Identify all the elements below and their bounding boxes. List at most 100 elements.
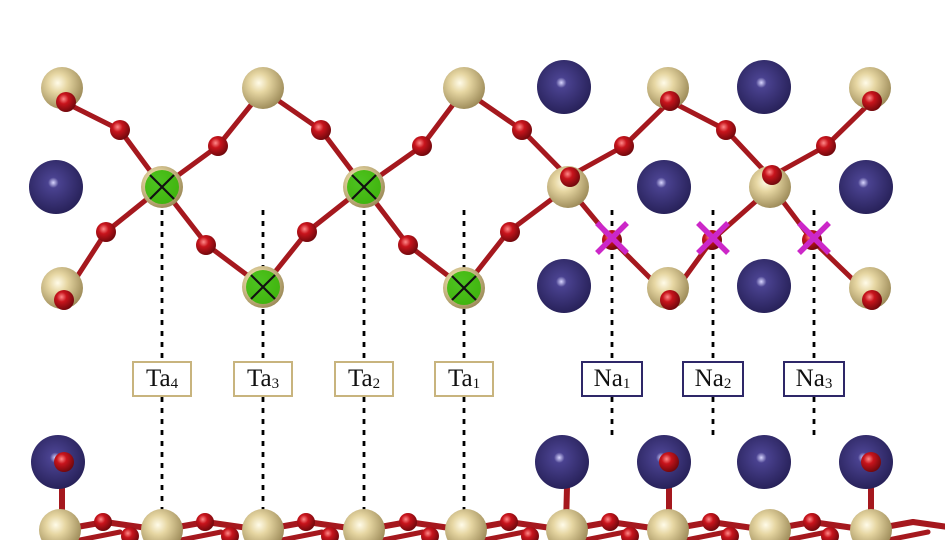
site-markers bbox=[145, 170, 831, 305]
o-atom bbox=[861, 452, 881, 472]
o-atom bbox=[96, 222, 116, 242]
site-label-index: 1 bbox=[622, 375, 631, 392]
site-label-element: Na bbox=[795, 365, 825, 392]
ta-atom bbox=[242, 509, 284, 540]
site-label-index: 3 bbox=[271, 375, 280, 392]
na-atom bbox=[737, 435, 791, 489]
na-site-cross-icon bbox=[797, 221, 831, 255]
bond bbox=[621, 98, 673, 149]
site-label-element: Na bbox=[694, 365, 724, 392]
o-atom bbox=[862, 91, 882, 111]
ta-site-cross-icon bbox=[246, 270, 280, 304]
o-atom bbox=[54, 452, 74, 472]
site-label-index: 2 bbox=[372, 375, 381, 392]
ta-site-cross-icon bbox=[447, 271, 481, 305]
o-atom bbox=[621, 527, 639, 540]
o-atom bbox=[221, 527, 239, 540]
o-atom bbox=[816, 136, 836, 156]
ta-atom bbox=[343, 509, 385, 540]
site-label-element: Ta bbox=[347, 365, 373, 392]
ta-atom bbox=[850, 509, 892, 540]
atoms bbox=[29, 60, 893, 540]
o-atom bbox=[121, 527, 139, 540]
cross-stroke bbox=[351, 174, 377, 200]
o-atom bbox=[500, 222, 520, 242]
cross-stroke bbox=[595, 221, 629, 255]
ta-atom bbox=[443, 67, 485, 109]
na-atom bbox=[29, 160, 83, 214]
cross-stroke bbox=[797, 221, 831, 255]
site-label-element: Ta bbox=[145, 365, 171, 392]
bond bbox=[178, 529, 224, 540]
o-atom bbox=[716, 120, 736, 140]
ta-atom bbox=[39, 509, 81, 540]
na-atom bbox=[535, 435, 589, 489]
o-atom bbox=[398, 235, 418, 255]
bond bbox=[77, 529, 123, 540]
o-atom bbox=[196, 513, 214, 531]
bond bbox=[910, 519, 945, 530]
ta-atom bbox=[242, 67, 284, 109]
bond-sticks bbox=[57, 87, 945, 540]
na-site-cross-icon bbox=[696, 221, 730, 255]
o-atom bbox=[512, 120, 532, 140]
bond bbox=[784, 529, 830, 540]
o-atom bbox=[560, 167, 580, 187]
bond bbox=[481, 529, 527, 540]
site-label-element: Ta bbox=[246, 365, 272, 392]
o-atom bbox=[311, 120, 331, 140]
o-atom bbox=[412, 136, 432, 156]
o-atom bbox=[660, 91, 680, 111]
o-atom bbox=[208, 136, 228, 156]
o-atom bbox=[500, 513, 518, 531]
o-atom bbox=[297, 513, 315, 531]
na-site-cross-icon bbox=[595, 221, 629, 255]
o-atom bbox=[321, 527, 339, 540]
o-atom bbox=[762, 165, 782, 185]
cross-stroke bbox=[149, 174, 175, 200]
ta-atom bbox=[445, 509, 487, 540]
bond bbox=[279, 529, 325, 540]
ta-site-cross-icon bbox=[347, 170, 381, 204]
bond bbox=[885, 529, 931, 540]
na-atom bbox=[737, 60, 791, 114]
o-atom bbox=[54, 290, 74, 310]
site-label-index: 3 bbox=[824, 375, 833, 392]
o-atom bbox=[56, 92, 76, 112]
ta-site-cross-icon bbox=[145, 170, 179, 204]
site-label-index: 1 bbox=[472, 375, 481, 392]
o-atom bbox=[659, 452, 679, 472]
o-atom bbox=[803, 513, 821, 531]
o-atom bbox=[601, 513, 619, 531]
ta-atom bbox=[749, 509, 791, 540]
o-atom bbox=[660, 290, 680, 310]
site-label-index: 4 bbox=[170, 375, 179, 392]
site-label-index: 2 bbox=[723, 375, 732, 392]
bond bbox=[683, 529, 729, 540]
cross-stroke bbox=[250, 274, 276, 300]
na-atom bbox=[537, 259, 591, 313]
bond bbox=[823, 98, 875, 149]
bond bbox=[582, 529, 628, 540]
o-atom bbox=[297, 222, 317, 242]
o-atom bbox=[94, 513, 112, 531]
site-label-element: Na bbox=[593, 365, 623, 392]
ta-atom bbox=[546, 509, 588, 540]
o-atom bbox=[862, 290, 882, 310]
na-atom bbox=[839, 160, 893, 214]
o-atom bbox=[110, 120, 130, 140]
ta-atom bbox=[647, 509, 689, 540]
site-label-element: Ta bbox=[447, 365, 473, 392]
o-atom bbox=[196, 235, 216, 255]
o-atom bbox=[702, 513, 720, 531]
na-atom bbox=[537, 60, 591, 114]
cross-stroke bbox=[696, 221, 730, 255]
o-atom bbox=[614, 136, 634, 156]
